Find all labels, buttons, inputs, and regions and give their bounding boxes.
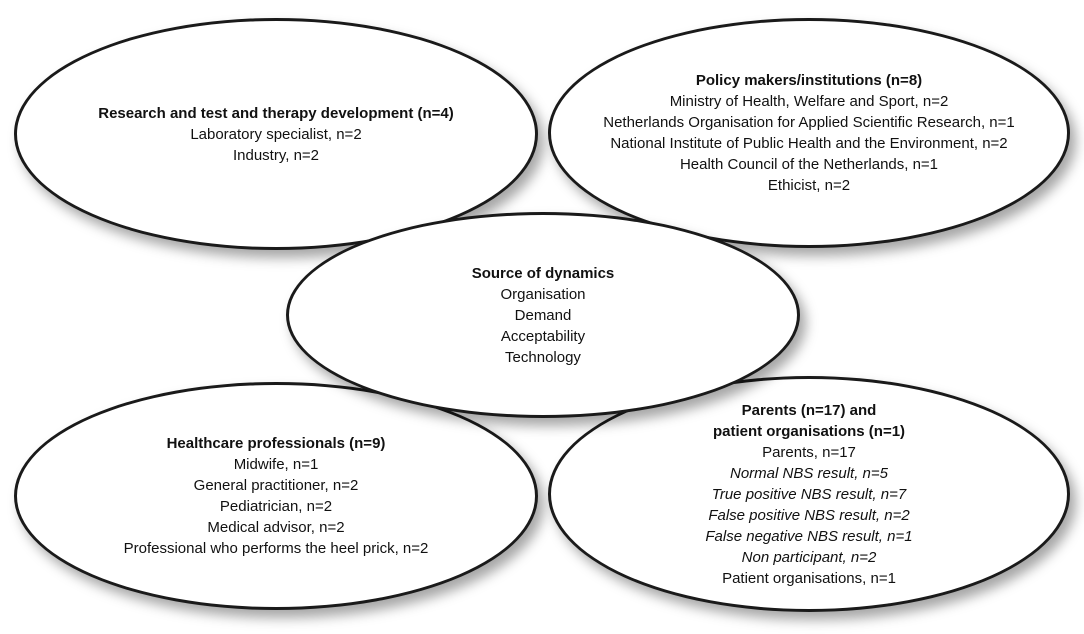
patient-organisations: Patient organisations, n=1	[722, 569, 896, 587]
parents-subgroup: False positive NBS result, n=2	[708, 506, 910, 524]
policy-ellipse: Policy makers/institutions (n=8) Ministr…	[548, 18, 1070, 248]
healthcare-title: Healthcare professionals (n=9)	[166, 435, 386, 452]
research-ellipse: Research and test and therapy developmen…	[14, 18, 538, 250]
parents-subgroup: False negative NBS result, n=1	[705, 527, 913, 545]
parents-subgroup: Normal NBS result, n=5	[730, 464, 888, 482]
parents-title-line2: patient organisations (n=1)	[712, 422, 906, 440]
parents-subgroup: True positive NBS result, n=7	[711, 485, 907, 503]
healthcare-item: Pediatrician, n=2	[219, 498, 333, 515]
research-title: Research and test and therapy developmen…	[98, 104, 454, 122]
healthcare-item: Midwife, n=1	[233, 456, 319, 473]
source-item: Organisation	[500, 285, 586, 303]
parents-title-line1: Parents (n=17) and	[741, 401, 877, 419]
policy-item: Ministry of Health, Welfare and Sport, n…	[669, 93, 949, 110]
healthcare-item: Medical advisor, n=2	[207, 519, 345, 536]
policy-title: Policy makers/institutions (n=8)	[695, 72, 923, 89]
healthcare-item: General practitioner, n=2	[193, 477, 359, 494]
research-item: Laboratory specialist, n=2	[190, 125, 362, 143]
source-ellipse: Source of dynamics Organisation Demand A…	[286, 212, 800, 418]
parents-subgroup: Non participant, n=2	[741, 548, 877, 566]
parents-count: Parents, n=17	[762, 443, 856, 461]
policy-item: Netherlands Organisation for Applied Sci…	[603, 114, 1015, 131]
parents-ellipse: Parents (n=17) and patient organisations…	[548, 376, 1070, 612]
research-item: Industry, n=2	[232, 146, 320, 164]
source-item: Demand	[514, 306, 572, 324]
source-title: Source of dynamics	[471, 264, 615, 282]
healthcare-ellipse: Healthcare professionals (n=9) Midwife, …	[14, 382, 538, 610]
policy-item: Ethicist, n=2	[767, 177, 851, 194]
healthcare-item: Professional who performs the heel prick…	[123, 540, 429, 557]
source-item: Acceptability	[500, 327, 586, 345]
policy-item: Health Council of the Netherlands, n=1	[679, 156, 939, 173]
policy-item: National Institute of Public Health and …	[610, 135, 1008, 152]
source-item: Technology	[505, 348, 581, 366]
